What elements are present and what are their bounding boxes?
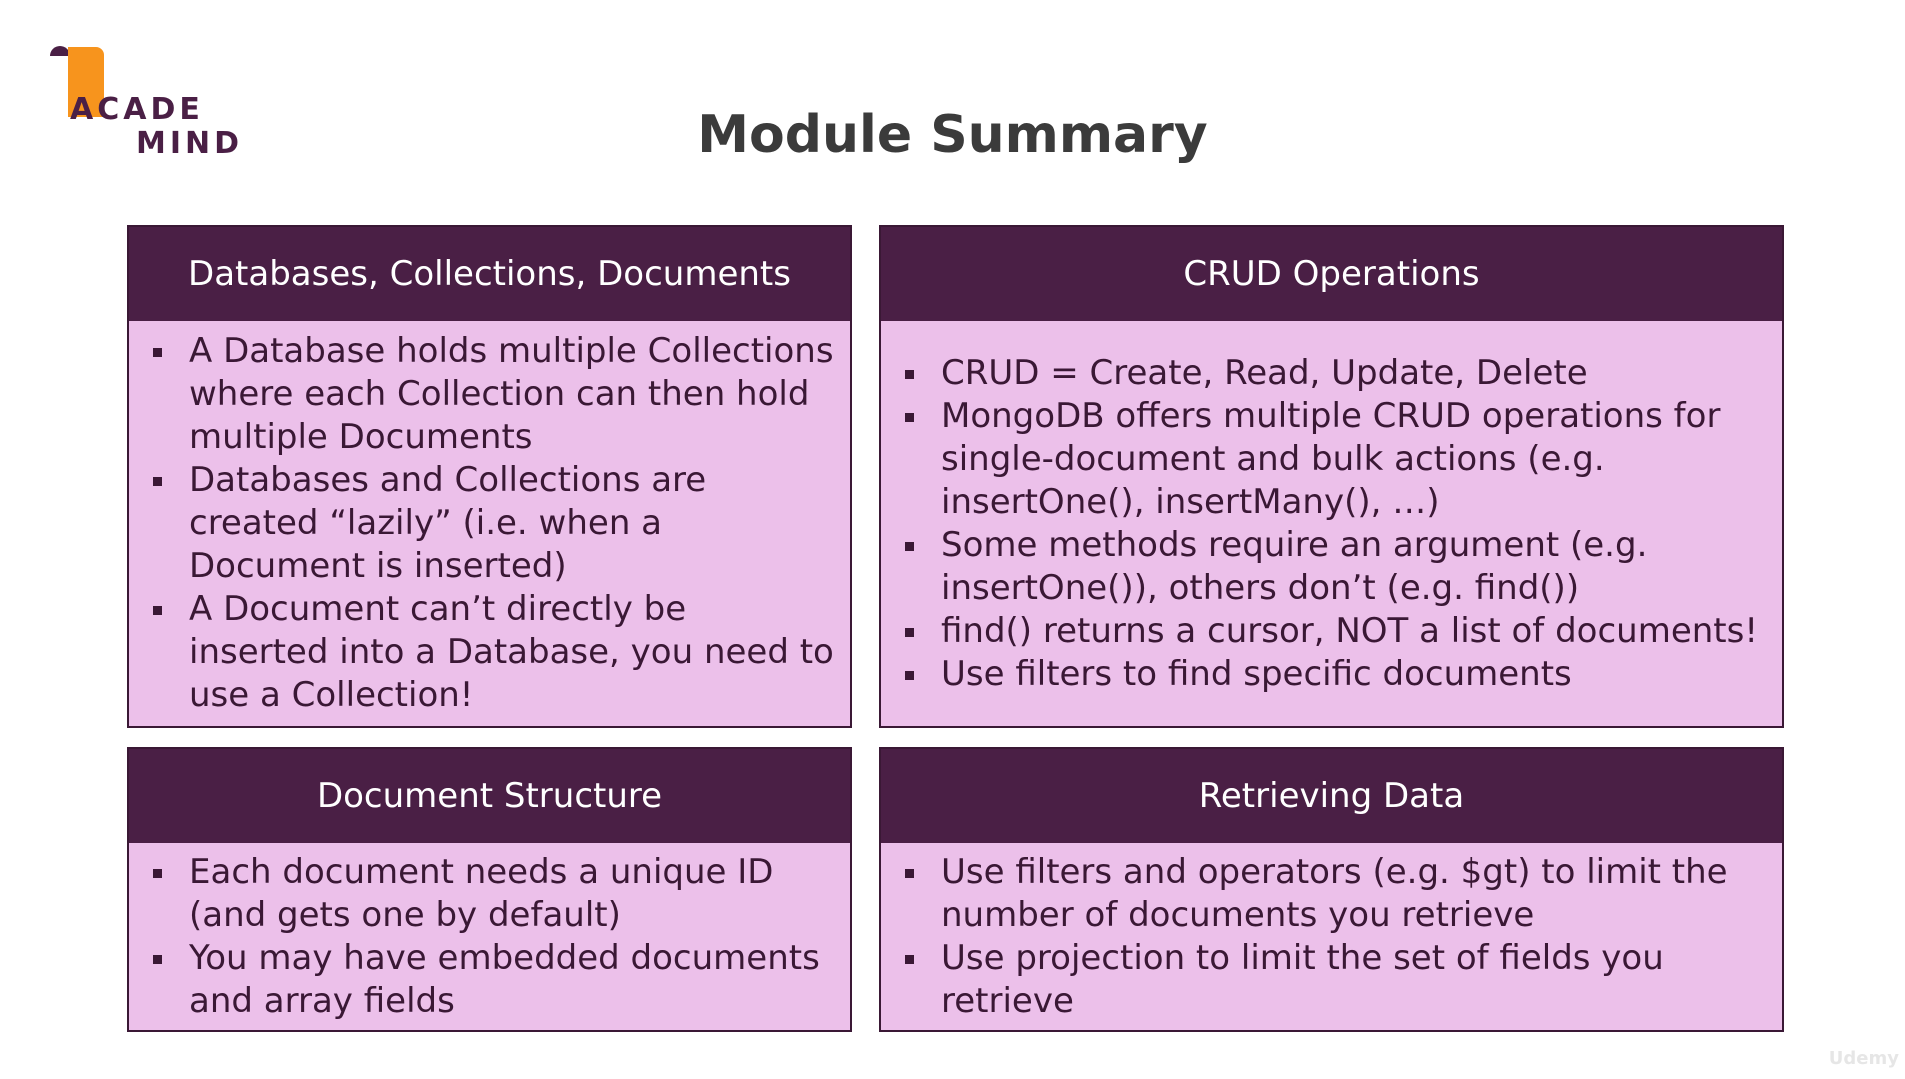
bullet-square-icon [153, 954, 162, 964]
box-heading: Document Structure [129, 749, 850, 843]
bullet-square-icon [905, 954, 914, 964]
box-databases: Databases, Collections, Documents A Datab… [127, 225, 852, 728]
list-item-text: Use filters and operators (e.g. $gt) to … [941, 851, 1728, 935]
list-item: Each document needs a unique ID (and get… [149, 851, 836, 937]
list-item: Databases and Collections are created “l… [149, 459, 836, 588]
bullet-list: Each document needs a unique ID (and get… [149, 851, 836, 1023]
udemy-watermark: Udemy [1828, 1048, 1899, 1069]
list-item: Some methods require an argument (e.g. i… [901, 524, 1768, 610]
box-heading: Retrieving Data [881, 749, 1782, 843]
box-body: Each document needs a unique ID (and get… [129, 843, 850, 1030]
box-heading: Databases, Collections, Documents [129, 227, 850, 321]
logo-flag-icon [68, 47, 104, 117]
page-title: Module Summary [697, 105, 1208, 165]
list-item: Use filters and operators (e.g. $gt) to … [901, 851, 1768, 937]
list-item-text: Use projection to limit the set of field… [941, 937, 1664, 1021]
list-item-text: find() returns a cursor, NOT a list of d… [941, 610, 1758, 651]
list-item: Use projection to limit the set of field… [901, 937, 1768, 1023]
list-item-text: CRUD = Create, Read, Update, Delete [941, 352, 1588, 393]
bullet-square-icon [905, 369, 914, 379]
list-item-text: Databases and Collections are created “l… [189, 460, 707, 586]
bullet-square-icon [905, 412, 914, 422]
list-item: MongoDB offers multiple CRUD operations … [901, 395, 1768, 524]
bullet-square-icon [153, 348, 162, 357]
list-item: CRUD = Create, Read, Update, Delete [901, 352, 1768, 395]
list-item: Use filters to find specific documents [901, 653, 1768, 696]
list-item: find() returns a cursor, NOT a list of d… [901, 610, 1768, 653]
list-item-text: Use filters to find specific documents [941, 653, 1572, 694]
list-item: You may have embedded documents and arra… [149, 937, 836, 1023]
academind-logo: ACADE MIND [48, 44, 248, 161]
list-item-text: A Database holds multiple Collections wh… [189, 331, 834, 457]
logo-curl [50, 46, 70, 56]
list-item-text: Some methods require an argument (e.g. i… [941, 524, 1648, 608]
bullet-square-icon [153, 868, 162, 878]
box-body: Use filters and operators (e.g. $gt) to … [881, 843, 1782, 1030]
box-heading: CRUD Operations [881, 227, 1782, 321]
bullet-list: A Database holds multiple Collections wh… [149, 330, 836, 717]
list-item-text: Each document needs a unique ID (and get… [189, 851, 774, 935]
box-body: A Database holds multiple Collections wh… [129, 321, 850, 726]
list-item: A Database holds multiple Collections wh… [149, 330, 836, 459]
bullet-list: Use filters and operators (e.g. $gt) to … [901, 851, 1768, 1023]
list-item-text: MongoDB offers multiple CRUD operations … [941, 395, 1721, 522]
logo-text-1: ACADE [70, 92, 204, 127]
bullet-square-icon [153, 606, 162, 615]
list-item-text: You may have embedded documents and arra… [189, 937, 820, 1021]
list-item: A Document can’t directly be inserted in… [149, 588, 836, 717]
bullet-square-icon [905, 670, 914, 680]
bullet-square-icon [905, 627, 914, 637]
bullet-square-icon [905, 541, 914, 551]
bullet-square-icon [153, 477, 162, 486]
logo-text-2: MIND [136, 126, 244, 161]
bullet-square-icon [905, 868, 914, 878]
list-item-text: A Document can’t directly be inserted in… [189, 589, 834, 715]
